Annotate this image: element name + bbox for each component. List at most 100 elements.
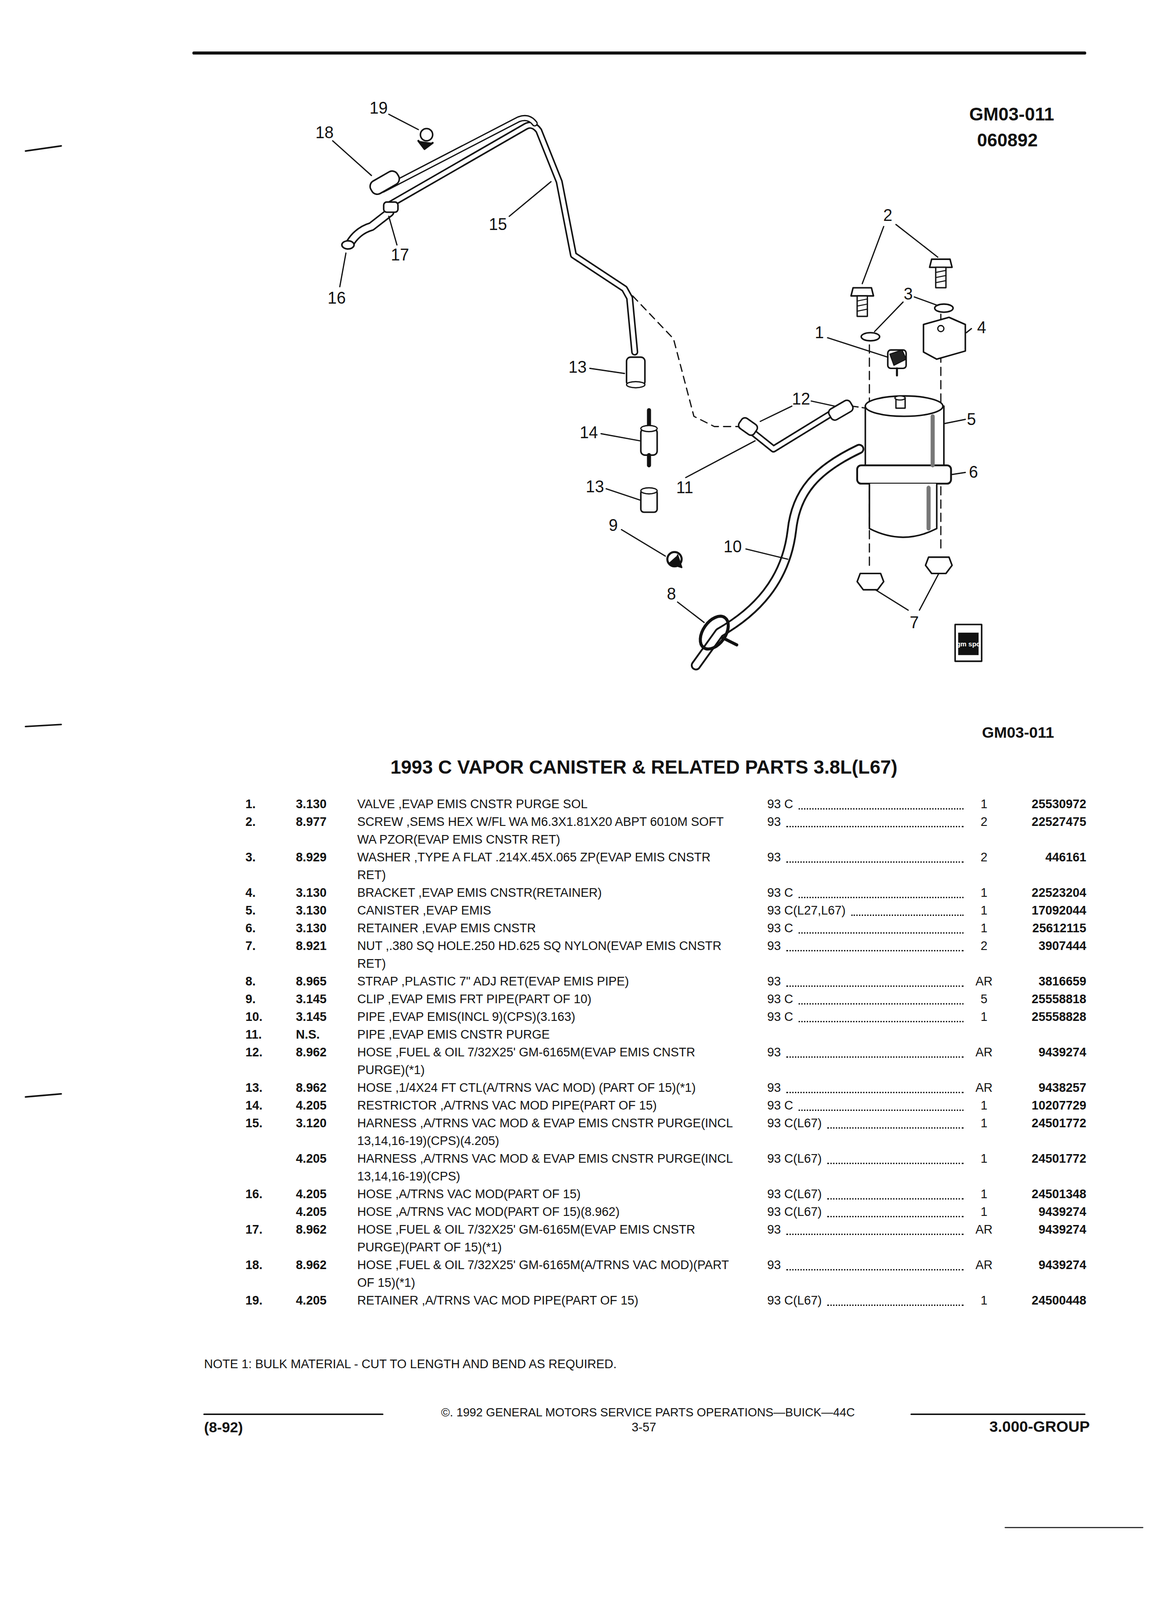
- canister: [857, 395, 952, 538]
- table-cell: N.S.: [295, 1025, 358, 1044]
- callout-number: 17: [390, 245, 410, 265]
- table-cell: 9.: [245, 990, 296, 1009]
- table-cell: 7.: [245, 937, 296, 955]
- dot-leader: [827, 1114, 964, 1129]
- table-cell: 2: [968, 813, 1000, 831]
- table-cell: RETAINER ,EVAP EMIS CNSTR: [357, 919, 735, 938]
- table-cell-model: 93 C(L27,L67): [767, 901, 969, 920]
- table-row: 12.8.962HOSE ,FUEL & OIL 7/32X25' GM-616…: [245, 1043, 1096, 1080]
- table-row: 18.8.962HOSE ,FUEL & OIL 7/32X25' GM-616…: [245, 1256, 1096, 1292]
- table-cell: 3.130: [295, 901, 358, 920]
- table-cell: 4.205: [295, 1096, 358, 1115]
- page-title: 1993 C VAPOR CANISTER & RELATED PARTS 3.…: [390, 756, 898, 778]
- dot-leader: [786, 1079, 964, 1094]
- table-cell: 3.130: [295, 884, 358, 902]
- table-cell: 22523204: [999, 884, 1087, 902]
- table-cell: 93 C: [767, 795, 794, 814]
- table-cell: 6.: [245, 919, 296, 938]
- table-cell: 8.962: [295, 1256, 358, 1274]
- table-cell: 1: [968, 795, 1000, 814]
- table-cell-model: 93 C: [767, 795, 969, 814]
- purge-pipe: [748, 413, 832, 450]
- table-cell-model: 93 C: [767, 1096, 969, 1115]
- table-cell: HOSE ,FUEL & OIL 7/32X25' GM-6165M(EVAP …: [357, 1043, 735, 1080]
- table-cell: 24501348: [999, 1185, 1087, 1204]
- table-cell-model: 93 C(L67): [767, 1185, 969, 1204]
- table-cell: 8.921: [295, 937, 358, 955]
- table-cell: 1: [968, 1203, 1000, 1221]
- table-cell: 1: [968, 919, 1000, 938]
- table-cell-model: 93 C: [767, 884, 969, 902]
- dot-leader: [786, 937, 964, 952]
- table-cell: 1: [968, 1114, 1000, 1133]
- table-cell: PIPE ,EVAP EMIS(INCL 9)(CPS)(3.163): [357, 1008, 735, 1026]
- table-cell: 3907444: [999, 937, 1087, 955]
- callout-number: 7: [909, 613, 920, 632]
- table-cell: HARNESS ,A/TRNS VAC MOD & EVAP EMIS CNST…: [357, 1114, 735, 1150]
- table-cell: 16.: [245, 1185, 296, 1204]
- footer-rule: [911, 1413, 1085, 1415]
- dot-leader: [827, 1185, 964, 1200]
- callout-number: 6: [969, 463, 979, 482]
- table-cell: 12.: [245, 1043, 296, 1062]
- table-cell: 8.929: [295, 848, 358, 867]
- callout-number: 4: [977, 318, 987, 337]
- table-cell: 17092044: [999, 901, 1087, 920]
- spo-icon-text: gm spo: [956, 639, 981, 648]
- table-cell: 93: [767, 1220, 781, 1239]
- table-cell: 1: [968, 1008, 1000, 1026]
- footer-rule: [204, 1413, 383, 1415]
- revision-date: (8-92): [204, 1419, 243, 1436]
- table-cell: NUT ,.380 SQ HOLE.250 HD.625 SQ NYLON(EV…: [357, 937, 735, 973]
- callout-number: 5: [966, 410, 976, 429]
- table-cell: 17.: [245, 1220, 296, 1239]
- callout-number: 12: [791, 389, 810, 409]
- table-cell: 8.: [245, 972, 296, 991]
- table-cell: HOSE ,FUEL & OIL 7/32X25' GM-6165M(A/TRN…: [357, 1256, 735, 1292]
- dot-leader: [786, 1043, 964, 1058]
- table-cell: 3.130: [295, 795, 358, 814]
- table-cell: 1: [968, 1096, 1000, 1115]
- spo-icon: [954, 624, 982, 662]
- table-row: 3.8.929WASHER ,TYPE A FLAT .214X.45X.065…: [245, 848, 1096, 885]
- table-cell: 19.: [245, 1291, 296, 1310]
- table-row: 16.4.205HOSE ,A/TRNS VAC MOD(PART OF 15)…: [245, 1185, 1096, 1204]
- table-row: 13.8.962HOSE ,1/4X24 FT CTL(A/TRNS VAC M…: [245, 1079, 1096, 1097]
- table-cell: 2: [968, 848, 1000, 867]
- table-cell: HOSE ,A/TRNS VAC MOD(PART OF 15)(8.962): [357, 1203, 735, 1221]
- table-cell: 24501772: [999, 1149, 1087, 1168]
- table-cell: 1: [968, 884, 1000, 902]
- table-cell: 24500448: [999, 1291, 1087, 1310]
- table-cell: 13.: [245, 1079, 296, 1097]
- table-cell: 93 C(L67): [767, 1291, 822, 1310]
- vac-hose: [341, 201, 398, 249]
- scan-mark: [1004, 1526, 1143, 1528]
- table-cell: 5: [968, 990, 1000, 1009]
- table-cell: 8.962: [295, 1043, 358, 1062]
- table-cell: 3.145: [295, 990, 358, 1009]
- table-cell: 446161: [999, 848, 1087, 867]
- table-cell: 1.: [245, 795, 296, 814]
- dot-leader: [798, 1096, 964, 1111]
- table-cell: 2.: [245, 813, 296, 831]
- table-cell: 25558828: [999, 1008, 1087, 1026]
- hose-piece: [367, 168, 402, 197]
- table-cell: 9439274: [999, 1203, 1087, 1221]
- callout-number: 1: [814, 323, 825, 342]
- table-cell-model: 93 C(L67): [767, 1203, 969, 1221]
- dot-leader: [786, 972, 964, 987]
- callout-number: 13: [585, 477, 605, 496]
- table-row: 4.205HOSE ,A/TRNS VAC MOD(PART OF 15)(8.…: [245, 1203, 1096, 1221]
- table-cell: HOSE ,FUEL & OIL 7/32X25' GM-6165M(EVAP …: [357, 1220, 735, 1257]
- callout-number: 9: [608, 516, 618, 535]
- table-cell: 93 C: [767, 1096, 794, 1115]
- table-cell: 5.: [245, 901, 296, 920]
- table-cell-model: 93: [767, 1043, 969, 1062]
- parts-table: 1.3.130VALVE ,EVAP EMIS CNSTR PURGE SOL9…: [245, 795, 1096, 1310]
- hose-piece: [640, 487, 658, 513]
- table-cell: 10.: [245, 1008, 296, 1026]
- drawing-id: GM03-011: [981, 724, 1055, 741]
- table-cell: AR: [968, 1079, 1000, 1097]
- washer: [861, 332, 880, 341]
- retainer-clip: [418, 128, 433, 150]
